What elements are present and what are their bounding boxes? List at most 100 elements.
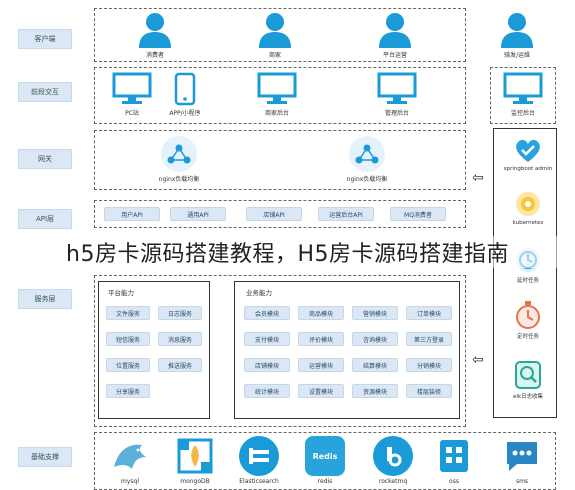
business-pill: 资源模块 [352, 384, 398, 398]
base-label: redis [317, 478, 333, 485]
ops-springboot-admin: springboot admin [498, 138, 558, 172]
frontend-monitor-admin: 监控后台 [498, 72, 548, 117]
frontend-management-admin: 管理后台 [372, 72, 422, 117]
base-label: oss [449, 478, 459, 485]
monitor-icon [377, 72, 417, 104]
platform-pill: 短信服务 [106, 332, 150, 346]
business-title: 业务能力 [246, 289, 272, 297]
elasticsearch-icon [239, 436, 279, 476]
mysql-dolphin-icon [110, 436, 150, 476]
platform-capability-box [98, 281, 210, 419]
ops-scheduled-task: 定时任务 [498, 300, 558, 340]
ops-label: kubernetes [512, 220, 544, 226]
frontend-label: 商家后台 [264, 110, 289, 117]
monitor-icon [503, 72, 543, 104]
arrow-left-icon: ⇦ [472, 170, 484, 186]
monitor-icon [257, 72, 297, 104]
business-pill: 会员模块 [244, 306, 290, 320]
redis-icon: Redis [305, 436, 345, 476]
business-pill: 分销模块 [406, 358, 452, 372]
business-pill: 结算模块 [352, 358, 398, 372]
oss-storage-icon [434, 436, 474, 476]
person-icon [379, 13, 411, 48]
gateway-nginx-2: nginx负载均衡 [336, 136, 398, 183]
ops-label: springboot admin [503, 166, 553, 172]
frontend-label: APP/小程序 [169, 110, 201, 117]
ops-panel-box [493, 128, 557, 418]
business-pill: 营销模块 [352, 306, 398, 320]
business-pill: 评价模块 [298, 332, 344, 346]
base-oss: oss [432, 436, 476, 485]
phone-icon [174, 72, 196, 106]
business-pill: 统计模块 [244, 384, 290, 398]
client-label: 平台运营 [382, 52, 407, 59]
rocketmq-icon [373, 436, 413, 476]
client-label: 商家 [268, 52, 281, 59]
business-pill: 支付模块 [244, 332, 290, 346]
base-redis: Redis redis [303, 436, 347, 485]
person-icon [259, 13, 291, 48]
platform-title: 平台能力 [108, 289, 134, 297]
layer-label-frontend: 前段交互 [18, 82, 72, 102]
base-label: sms [515, 478, 529, 485]
monitor-icon [112, 72, 152, 104]
ops-label: 定时任务 [516, 334, 539, 340]
frontend-label: 管理后台 [384, 110, 409, 117]
platform-pill: 分享服务 [106, 384, 150, 398]
platform-pill: 消息服务 [158, 332, 202, 346]
platform-pill: 日志服务 [158, 306, 202, 320]
base-elasticsearch: Elasticsearch [232, 436, 286, 485]
base-mongodb: mongoDB [170, 436, 220, 485]
business-pill: 运营模块 [298, 358, 344, 372]
business-pill: 设置模块 [298, 384, 344, 398]
layer-label-client: 客户端 [18, 29, 72, 49]
api-pill: 用户API [104, 207, 160, 221]
gateway-nginx-1: nginx负载均衡 [148, 136, 210, 183]
redis-logo-text: Redis [312, 451, 338, 461]
nginx-icon [349, 136, 385, 172]
client-label: 骑发/运维 [503, 52, 531, 59]
base-sms: sms [500, 436, 544, 485]
layer-label-gateway: 网关 [18, 149, 72, 169]
client-label: 消费者 [145, 52, 164, 59]
base-mysql: mysql [108, 436, 152, 485]
business-pill: 订单模块 [406, 306, 452, 320]
layer-label-service: 服务层 [18, 289, 72, 309]
business-pill: 商品模块 [298, 306, 344, 320]
platform-pill: 推送服务 [158, 358, 202, 372]
log-search-icon [515, 361, 541, 389]
business-pill: 店铺模块 [244, 358, 290, 372]
frontend-monitor-box [490, 67, 556, 124]
api-pill: MQ消费者 [390, 207, 446, 221]
platform-pill: 文件服务 [106, 306, 150, 320]
business-pill: 第三方登录 [406, 332, 452, 346]
ops-label: elk日志收集 [512, 394, 544, 400]
business-pill: 楼层装修 [406, 384, 452, 398]
business-pill: 咨询模块 [352, 332, 398, 346]
base-label: mysql [121, 478, 139, 485]
frontend-label: PC站 [125, 110, 139, 117]
base-label: Elasticsearch [239, 478, 279, 485]
heart-check-icon [516, 139, 540, 162]
api-pill: 运营后台API [318, 207, 374, 221]
gateway-label: nginx负载均衡 [158, 176, 200, 183]
client-devops: 骑发/运维 [492, 12, 542, 59]
business-capability-box [234, 281, 460, 419]
person-icon [501, 13, 533, 48]
base-label: mongoDB [180, 478, 210, 485]
gear-sun-icon [516, 192, 540, 216]
base-label: rocketmq [378, 478, 408, 485]
nginx-icon [161, 136, 197, 172]
frontend-merchant-admin: 商家后台 [252, 72, 302, 117]
client-platform-ops: 平台运营 [370, 12, 420, 59]
ops-label: 延时任务 [516, 278, 539, 284]
person-icon [139, 13, 171, 48]
frontend-layer-box [94, 67, 466, 124]
ops-elk: elk日志收集 [498, 360, 558, 400]
layer-label-api: API层 [18, 209, 72, 229]
api-pill: 店铺API [246, 207, 302, 221]
api-pill: 通用API [170, 207, 226, 221]
platform-pill: 位置服务 [106, 358, 150, 372]
api-layer-box [94, 200, 466, 228]
base-rocketmq: rocketmq [368, 436, 418, 485]
